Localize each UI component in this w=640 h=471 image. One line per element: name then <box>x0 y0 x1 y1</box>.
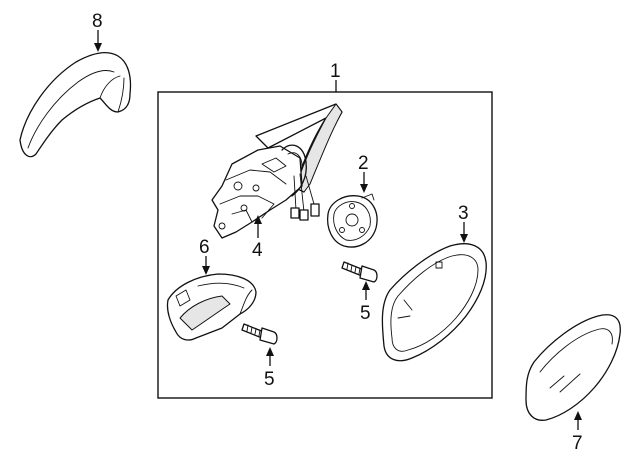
callout-2: 2 <box>358 153 369 174</box>
part-6-lower-housing <box>166 273 257 341</box>
callout-4: 4 <box>252 240 263 261</box>
callout-7: 7 <box>572 433 583 454</box>
part-7-mirror-glass <box>525 314 621 421</box>
callout-5-lower: 5 <box>264 369 275 390</box>
part-5-screw-upper <box>341 261 378 283</box>
callout-3: 3 <box>458 203 469 224</box>
leader-lines <box>94 30 582 430</box>
part-2-actuator <box>326 193 378 248</box>
callout-8: 8 <box>92 11 103 32</box>
callout-6: 6 <box>199 237 210 258</box>
part-3-mirror-glass <box>381 243 487 362</box>
part-4-mirror-base <box>211 103 343 239</box>
callout-1: 1 <box>330 61 341 82</box>
assembly-frame <box>157 91 493 399</box>
part-8-mirror-cap <box>19 51 132 158</box>
callout-5-upper: 5 <box>360 303 371 324</box>
part-5-screw-lower <box>241 323 278 345</box>
